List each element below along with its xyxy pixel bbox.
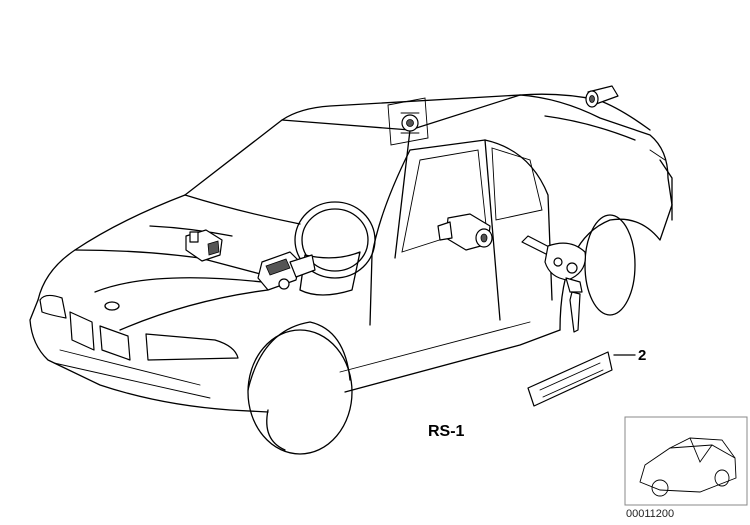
steering-wheel [294,201,376,296]
image-number-label: 00011200 [626,508,675,520]
callout-number: 2 [638,347,647,364]
car-body-illustration [29,93,673,455]
trunk-lock-part [387,97,429,146]
car-overview-thumbnail-icon [624,416,748,506]
key-card-part [527,351,636,407]
trunk-lid-cylinder [585,85,619,108]
glovebox-lock-part [185,229,223,262]
diagram-code-label: RS-1 [428,423,465,440]
door-lock-cylinder [437,213,493,251]
ignition-lock-part [257,251,316,291]
key-set [521,235,586,333]
